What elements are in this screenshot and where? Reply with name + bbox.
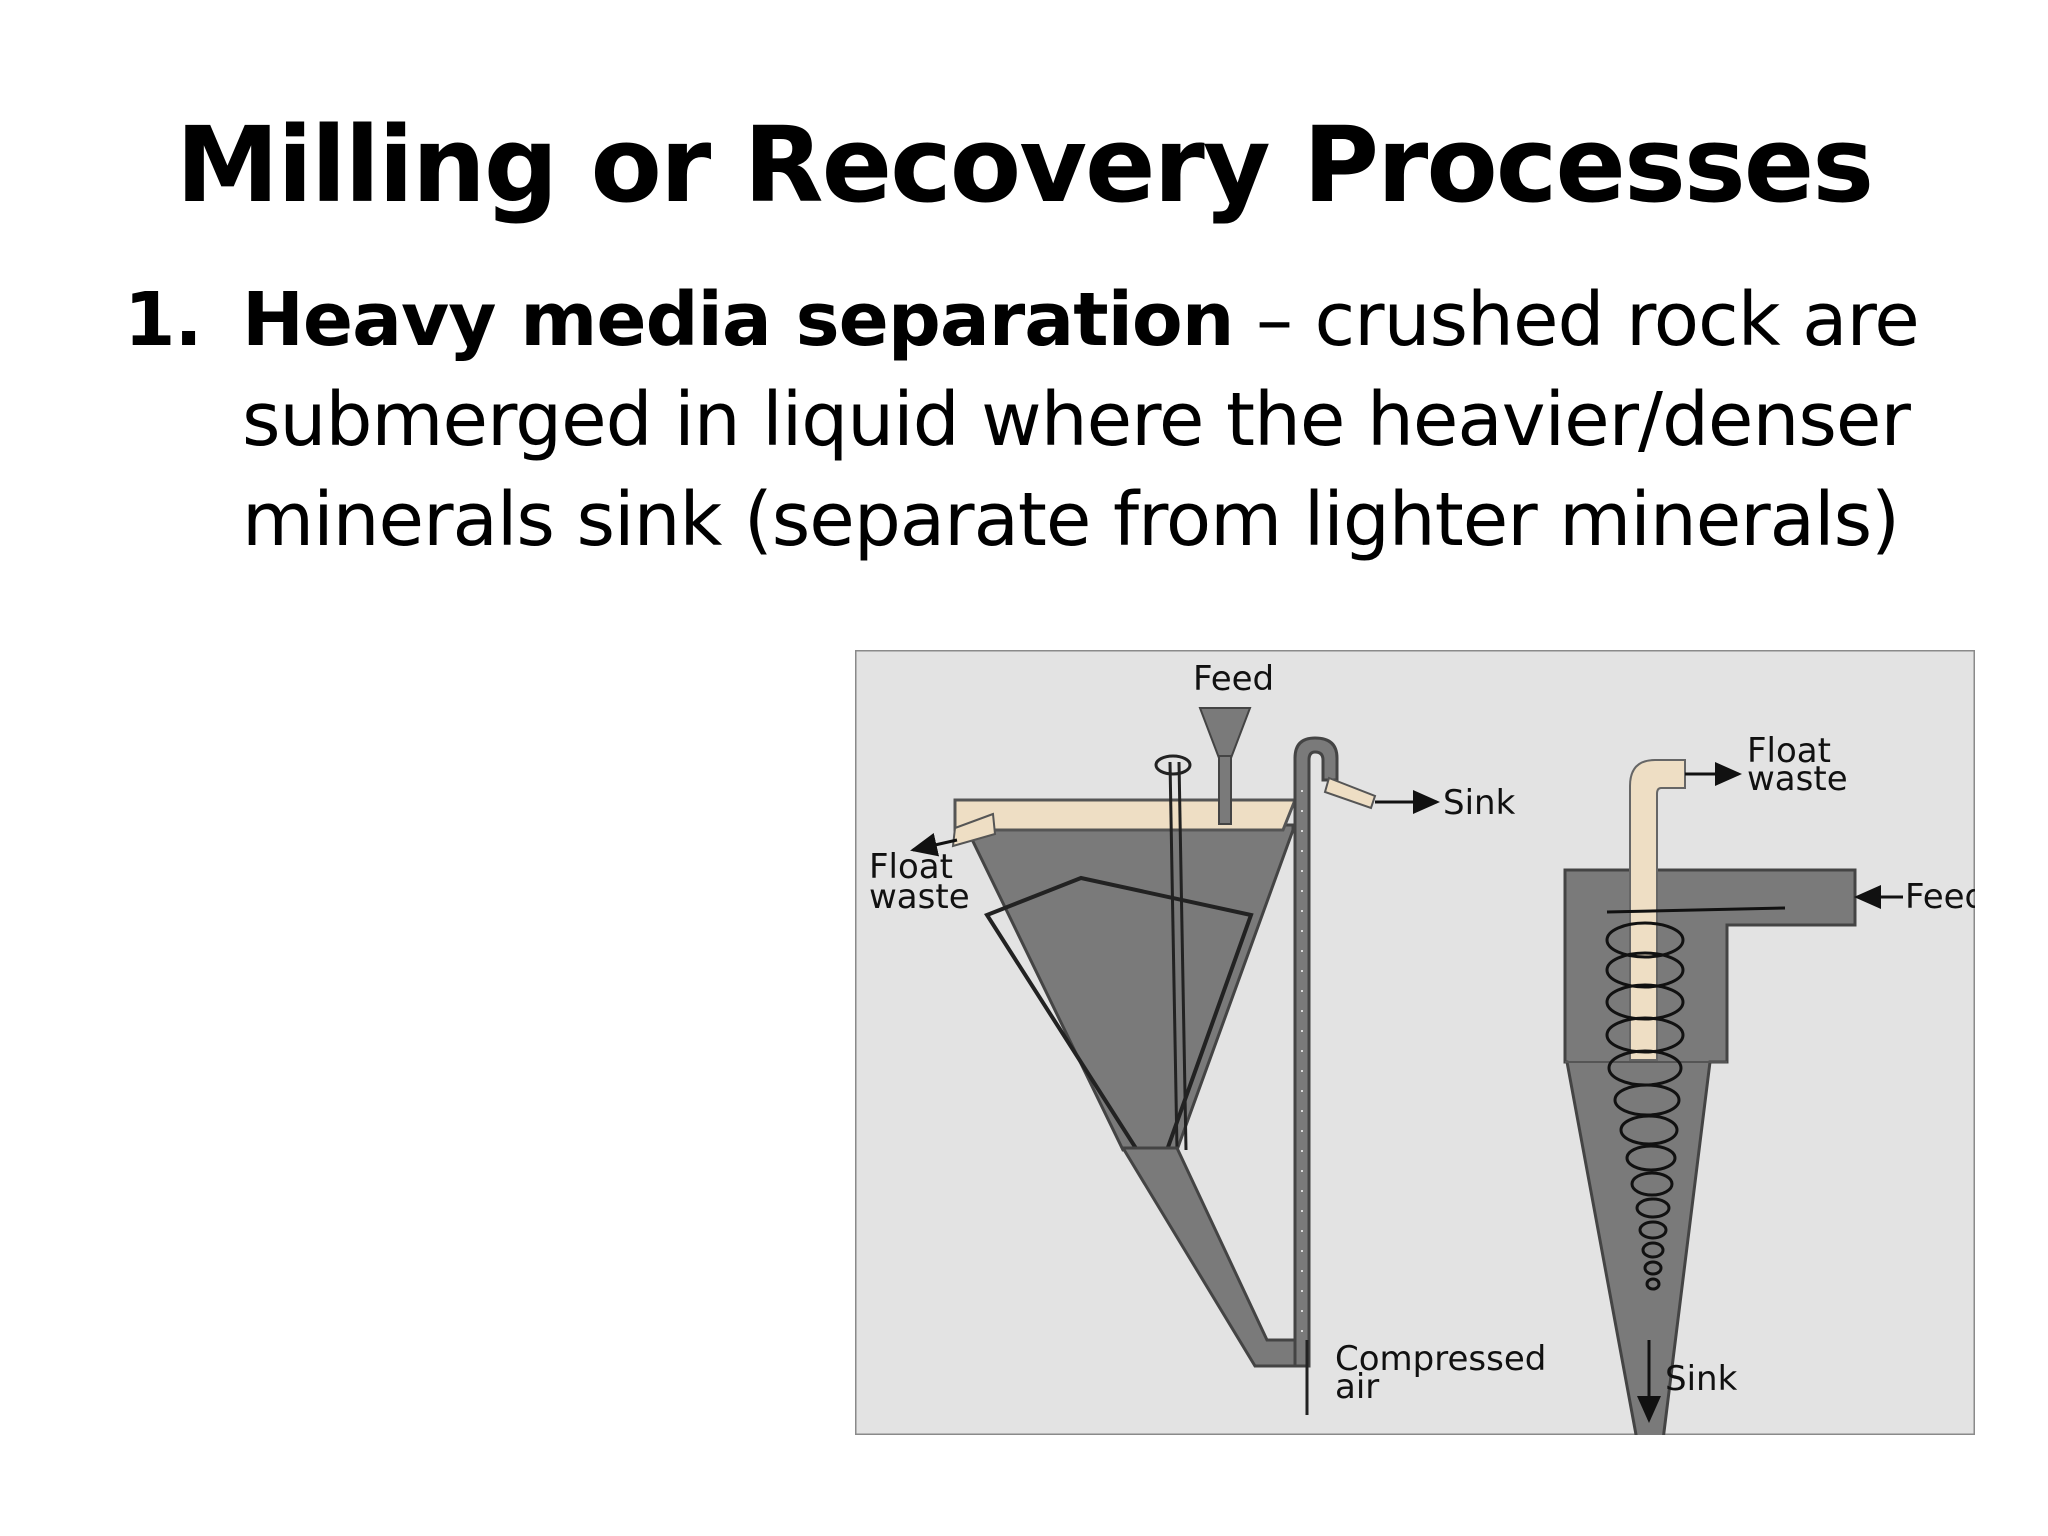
bullet-number: 1. bbox=[124, 277, 203, 363]
label-float-left-1: Float bbox=[869, 847, 953, 887]
froth-layer bbox=[953, 798, 1298, 832]
bullet-description: – crushed rock are submerged in liquid w… bbox=[242, 277, 1920, 563]
rotation-icon bbox=[1154, 754, 1192, 776]
float-spout bbox=[951, 812, 997, 848]
label-float-right-2: waste bbox=[1747, 759, 1848, 799]
separation-diagram-svg: Feed Sink Float waste Compressed air Flo… bbox=[855, 650, 1975, 1435]
label-feed-right: Feed bbox=[1905, 877, 1975, 917]
spiral-flow bbox=[1605, 906, 1786, 1291]
cyclone-separator bbox=[1563, 759, 1903, 1435]
label-float-right-1: Float bbox=[1747, 731, 1831, 771]
diagram-panel bbox=[855, 650, 1975, 1435]
inner-cone bbox=[984, 875, 1254, 1152]
slide-title: Milling or Recovery Processes bbox=[175, 104, 1874, 226]
bullet-item: 1. Heavy media separation – crushed rock… bbox=[124, 270, 1984, 570]
bullet-body: Heavy media separation – crushed rock ar… bbox=[242, 270, 1982, 570]
sink-spout bbox=[1323, 776, 1377, 810]
label-compressed-2: air bbox=[1335, 1367, 1379, 1407]
air-lift-riser bbox=[1293, 736, 1339, 1368]
label-float-left-2: waste bbox=[869, 877, 970, 917]
agitator-shaft bbox=[1168, 761, 1179, 1151]
float-arrow bbox=[910, 832, 958, 857]
label-sink-right: Sink bbox=[1665, 1359, 1738, 1399]
label-sink-left: Sink bbox=[1443, 783, 1516, 823]
cone-separator bbox=[910, 707, 1440, 1415]
separation-diagram: Feed Sink Float waste Compressed air Flo… bbox=[855, 650, 1975, 1435]
bullet-term: Heavy media separation bbox=[242, 277, 1234, 363]
label-feed-top: Feed bbox=[1193, 659, 1274, 699]
label-compressed-1: Compressed bbox=[1335, 1339, 1546, 1379]
